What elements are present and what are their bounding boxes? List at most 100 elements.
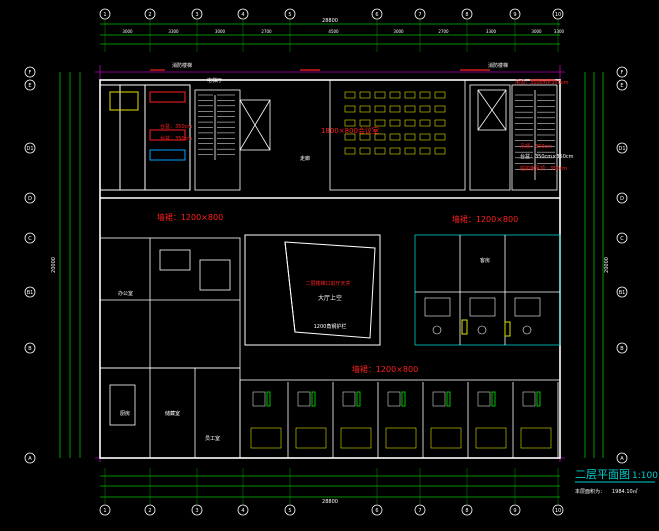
door-swing <box>266 391 271 407</box>
row-axis-label: D1 <box>618 146 625 152</box>
storage-label: 储藏室 <box>165 410 180 417</box>
office-label: 办公室 <box>118 290 133 297</box>
door-swing <box>446 391 451 407</box>
meeting-seat <box>404 91 416 99</box>
dimension-lines <box>59 23 604 498</box>
sink-note-1: 台盆：350cm <box>160 123 192 130</box>
row-axis-bubble <box>24 66 36 78</box>
meeting-seat <box>344 133 356 141</box>
right-note-1: 吊顶：350cm×350cm <box>515 80 569 86</box>
right-note-4: 台盆：350cm×350cm <box>520 153 574 160</box>
door-swing <box>504 321 511 337</box>
meeting-seat <box>374 147 386 155</box>
column-axis-label: 7 <box>418 508 421 514</box>
row-axis-bubble <box>24 286 36 298</box>
meeting-seat <box>419 133 431 141</box>
row-axis-label: E <box>28 83 31 89</box>
meeting-seat <box>434 119 446 127</box>
column-axis-label: 5 <box>288 508 291 514</box>
top-label-1: 消防楼梯 <box>172 62 192 69</box>
bed <box>520 427 552 449</box>
top-dimension-value: 3000 <box>122 29 133 34</box>
meeting-seat <box>434 133 446 141</box>
corridor-note-1: 墙裙：1200×800 <box>157 212 223 222</box>
meeting-seat <box>389 133 401 141</box>
left-stair <box>194 89 271 191</box>
top-dimension-value: 3000 <box>531 29 542 34</box>
atrium-note-label: 1200角钢护栏 <box>314 323 347 330</box>
meeting-seat <box>359 147 371 155</box>
meeting-seat <box>344 119 356 127</box>
area-value: 1984.10㎡ <box>612 488 638 495</box>
row-axis-label: B1 <box>619 290 626 296</box>
row-axis-label: D <box>28 196 32 202</box>
row-axis-bubble <box>24 79 36 91</box>
bed <box>514 297 541 317</box>
meeting-seat <box>344 105 356 113</box>
column-axis-label: 10 <box>555 508 561 514</box>
meeting-seat <box>374 133 386 141</box>
row-axis-bubble <box>24 342 36 354</box>
column-axis-label: 5 <box>288 12 291 18</box>
overall-dimension-top: 28800 <box>322 18 338 24</box>
meeting-room <box>329 79 466 191</box>
row-axis-label: A <box>620 456 624 462</box>
row-axis-label: D <box>620 196 624 202</box>
meeting-seat <box>389 105 401 113</box>
door-swing <box>311 391 316 407</box>
drawing-title: 二层平面图 <box>575 468 630 481</box>
bed <box>430 427 462 449</box>
right-upper-rooms <box>414 234 561 346</box>
right-note-2: 吊顶：350cm <box>520 144 552 150</box>
meeting-seat <box>344 91 356 99</box>
meeting-seat <box>434 91 446 99</box>
column-axis-label: 6 <box>375 508 378 514</box>
column-axis-label: 3 <box>195 508 198 514</box>
top-dimension-value: 4500 <box>328 29 339 34</box>
meeting-seat <box>359 105 371 113</box>
row-axis-bubble <box>616 66 628 78</box>
bed <box>250 427 282 449</box>
bathroom <box>387 391 401 407</box>
right-note-3: 铝扣板吊顶：350cm <box>520 165 567 172</box>
meeting-seat <box>404 105 416 113</box>
row-axis-label: D1 <box>26 146 33 152</box>
door-swing <box>401 391 406 407</box>
row-axis-bubble <box>616 342 628 354</box>
column-axis-label: 7 <box>418 12 421 18</box>
overall-dimension-left: 20000 <box>51 257 57 273</box>
column-axis-label: 1 <box>103 12 106 18</box>
column-axis-label: 1 <box>103 508 106 514</box>
meeting-seat <box>419 119 431 127</box>
bathroom <box>297 391 311 407</box>
row-axis-label: B1 <box>27 290 34 296</box>
meeting-seat <box>419 105 431 113</box>
meeting-seat <box>359 91 371 99</box>
meeting-seat <box>389 91 401 99</box>
column-axis-label: 8 <box>465 508 468 514</box>
row-axis-bubble <box>616 142 628 154</box>
overall-dimension-right: 20000 <box>604 257 610 273</box>
meeting-seat <box>419 91 431 99</box>
row-axis-bubble <box>24 232 36 244</box>
row-axis-label: C <box>28 236 32 242</box>
row-axis-label: F <box>29 70 32 76</box>
center-title-label: 二层楼梯口前厅天井 <box>305 280 350 287</box>
top-left-rooms <box>99 84 191 191</box>
bed <box>475 427 507 449</box>
meeting-seat <box>359 133 371 141</box>
bed <box>424 297 451 317</box>
bed <box>385 427 417 449</box>
door-swing <box>491 391 496 407</box>
top-dimension-value: 3300 <box>168 29 179 34</box>
top-label-3: 消防楼梯 <box>488 62 508 69</box>
row-axis-bubble <box>24 142 36 154</box>
corridor-note-3: 墙裙：1200×800 <box>352 364 418 374</box>
meeting-seat <box>404 133 416 141</box>
row-axis-bubble <box>24 452 36 464</box>
